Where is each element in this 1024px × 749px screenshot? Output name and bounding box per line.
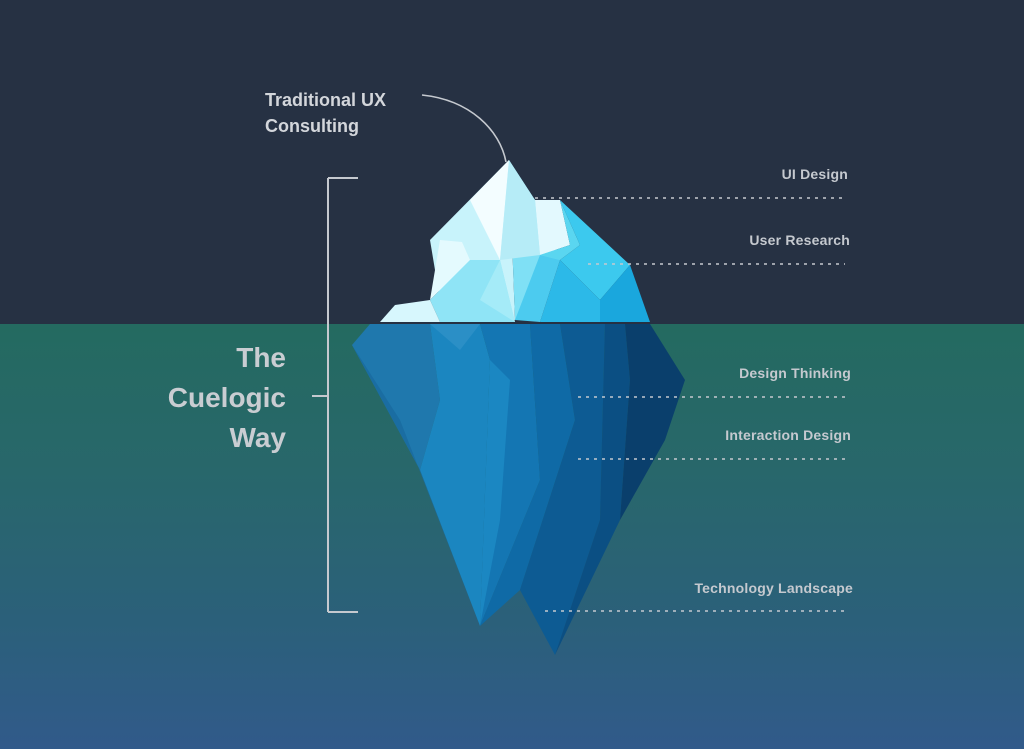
iceberg-underwater bbox=[352, 324, 685, 655]
tip-label-line1: Traditional UX bbox=[265, 90, 387, 110]
bracket-label: The Cuelogic Way bbox=[126, 338, 286, 458]
bracket-label-line1: The bbox=[236, 342, 286, 373]
leader-lines bbox=[535, 197, 845, 612]
layer-label-design-thinking: Design Thinking bbox=[739, 365, 851, 381]
layer-label-user-research: User Research bbox=[749, 232, 850, 248]
bracket-label-line3: Way bbox=[229, 422, 286, 453]
tip-label-line2: Consulting bbox=[265, 116, 359, 136]
cuelogic-bracket bbox=[312, 177, 358, 613]
iceberg-tip bbox=[380, 160, 650, 322]
bracket-label-line2: Cuelogic bbox=[167, 382, 286, 413]
tip-pointer-line bbox=[421, 94, 507, 163]
layer-label-technology-landscape: Technology Landscape bbox=[694, 580, 853, 596]
layer-label-interaction-design: Interaction Design bbox=[725, 427, 851, 443]
layer-label-ui-design: UI Design bbox=[781, 166, 848, 182]
tip-label: Traditional UX Consulting bbox=[265, 87, 386, 139]
